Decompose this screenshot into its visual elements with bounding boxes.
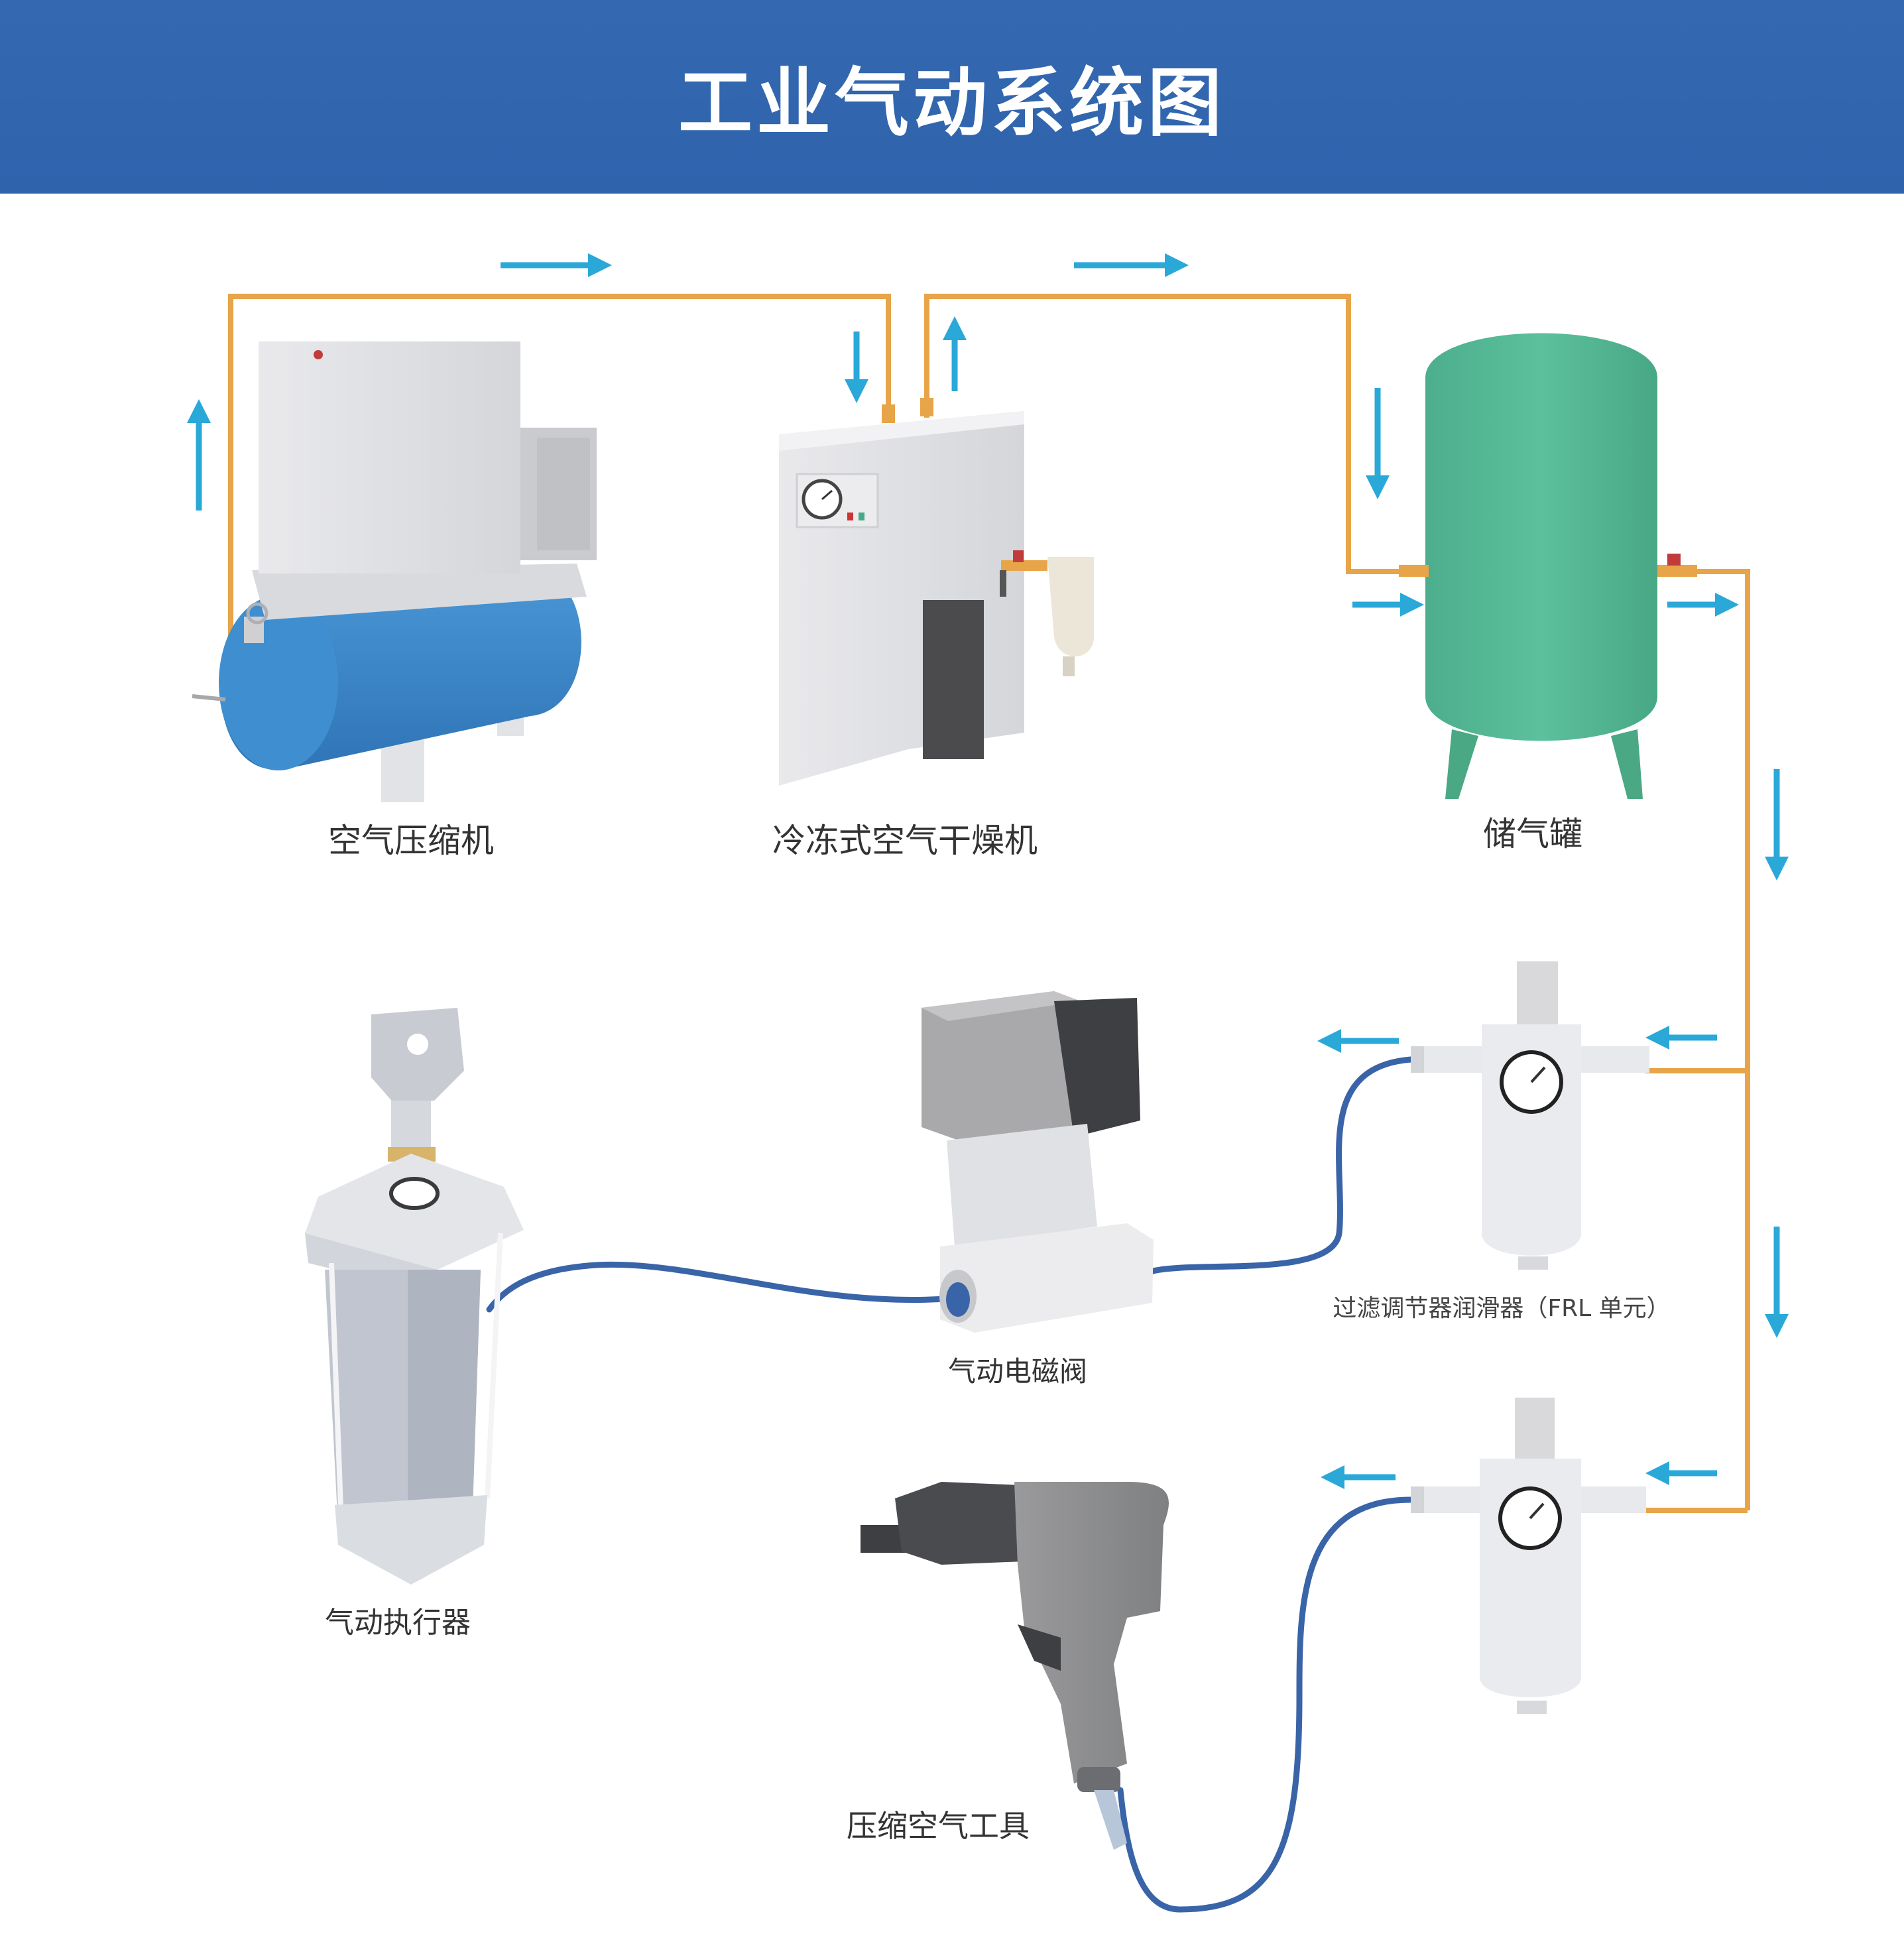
label-air-tank: 储气罐 — [1483, 815, 1582, 853]
header-banner: 工业气动系统图 — [0, 0, 1904, 194]
label-air-compressor: 空气压缩机 — [328, 821, 494, 860]
frl-unit-2 — [1411, 1398, 1646, 1714]
label-actuator: 气动执行器 — [325, 1606, 471, 1640]
page-title: 工业气动系统图 — [678, 60, 1226, 147]
frl-unit-1 — [1411, 961, 1649, 1270]
label-frl-unit: 过滤调节器润滑器（FRL 单元） — [1333, 1295, 1670, 1322]
label-solenoid-valve: 气动电磁阀 — [948, 1355, 1087, 1388]
pneumatic-actuator — [305, 1008, 524, 1585]
pipe-dryer-to-tank — [924, 294, 1425, 574]
air-compressor — [192, 341, 597, 802]
pipe-tank-to-frl — [1664, 569, 1750, 1510]
solenoid-valve — [922, 991, 1154, 1333]
flow-arrows — [187, 253, 1789, 1489]
air-tank — [1399, 333, 1697, 799]
hose-valve-to-actuator — [486, 1261, 958, 1313]
air-tool — [861, 1482, 1169, 1850]
hose-frl-to-valve — [1147, 1056, 1414, 1275]
label-air-tool: 压缩空气工具 — [847, 1808, 1030, 1844]
blue-hoses — [486, 1056, 1414, 1913]
refrigerated-dryer — [779, 398, 1094, 786]
label-refrigerated-dryer: 冷冻式空气干燥机 — [772, 821, 1038, 860]
hose-frl-to-tool — [1117, 1496, 1414, 1913]
pneumatic-diagram: 空气压缩机 冷冻式空气干燥机 储气罐 — [187, 253, 1789, 1913]
